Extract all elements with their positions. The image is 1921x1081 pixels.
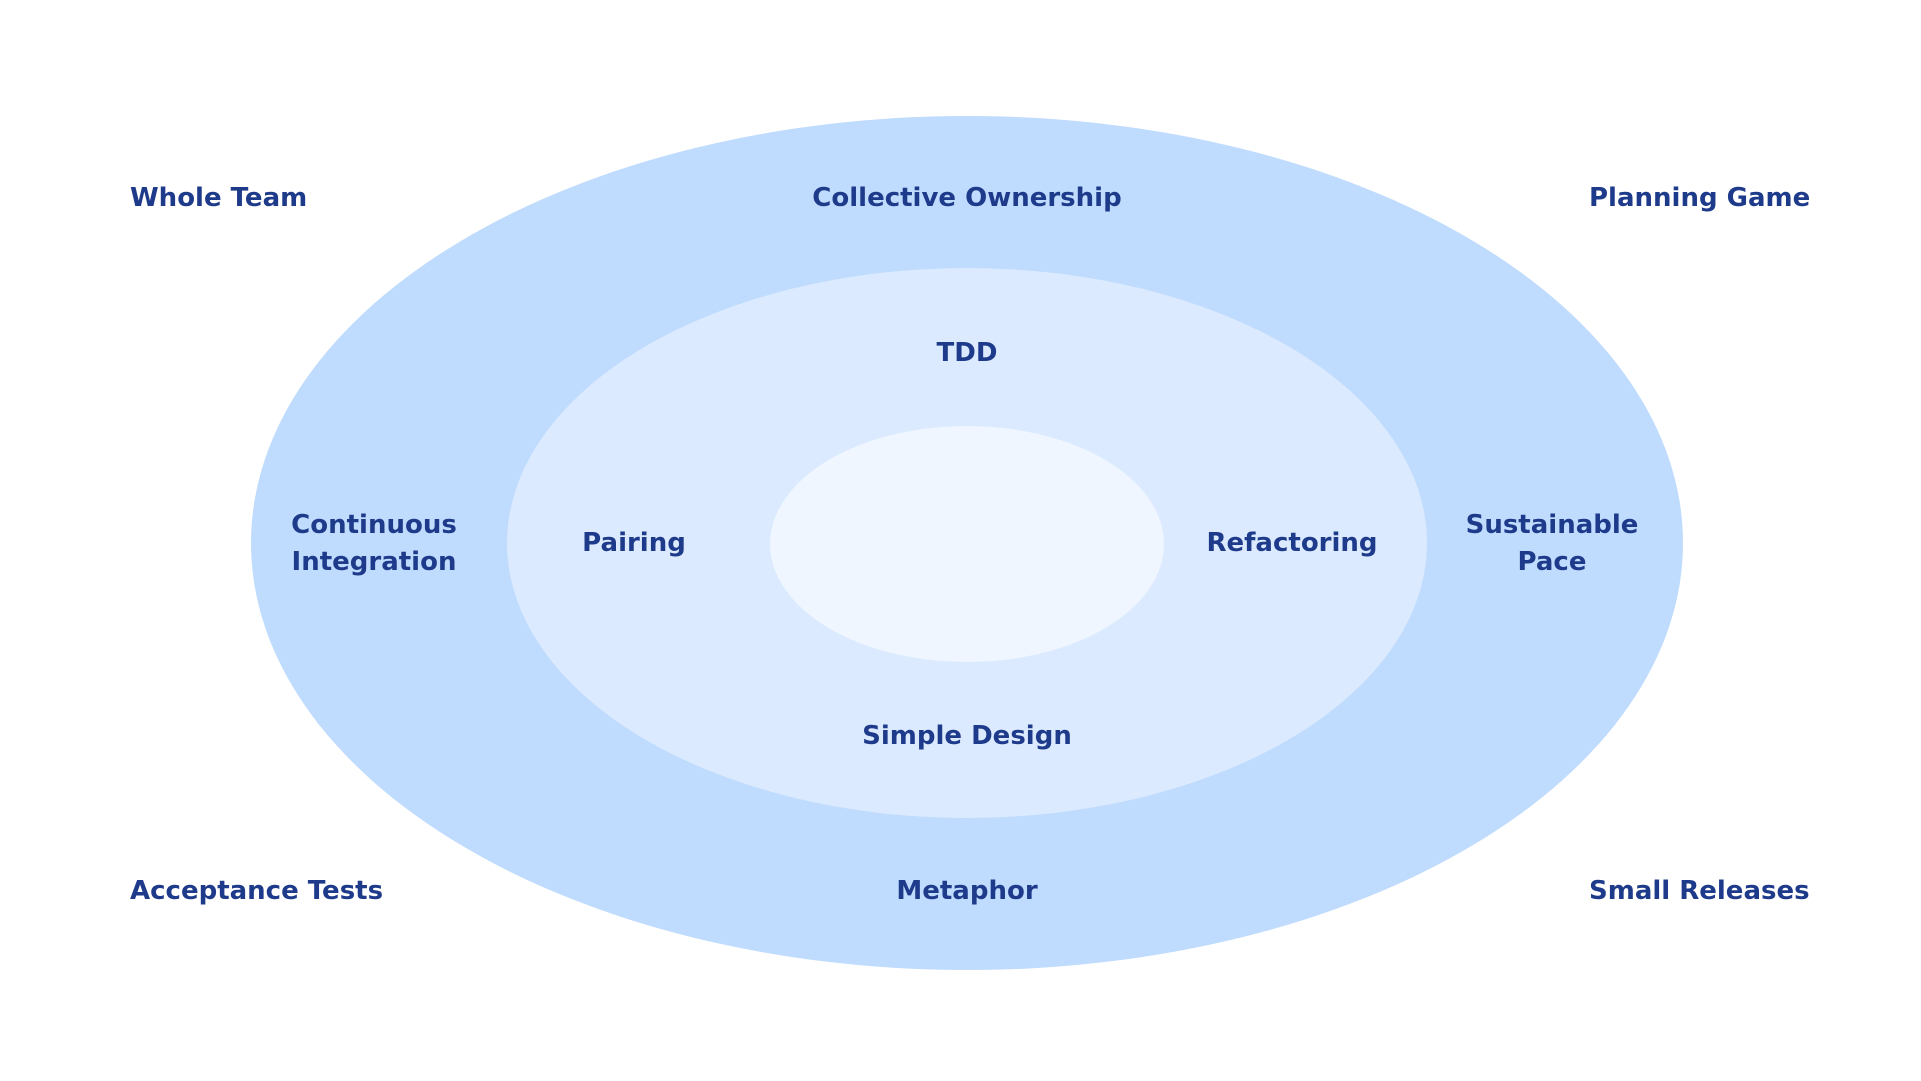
label-refactoring: Refactoring xyxy=(1206,528,1378,558)
label-metaphor: Metaphor xyxy=(896,876,1038,906)
label-continuous-integration: Continuous Integration xyxy=(291,507,457,581)
label-sustainable-pace: Sustainable Pace xyxy=(1466,507,1639,581)
label-pairing: Pairing xyxy=(582,528,686,558)
label-continuous-integration-line1: Continuous xyxy=(291,510,457,540)
label-collective-ownership: Collective Ownership xyxy=(812,183,1122,213)
label-small-releases: Small Releases xyxy=(1589,876,1810,906)
label-sustainable-pace-line2: Pace xyxy=(1517,547,1587,577)
label-sustainable-pace-line1: Sustainable xyxy=(1465,510,1639,540)
label-tdd: TDD xyxy=(936,338,998,368)
label-whole-team: Whole Team xyxy=(130,183,308,213)
inner-ring xyxy=(770,426,1164,662)
label-simple-design: Simple Design xyxy=(862,721,1072,751)
label-continuous-integration-line2: Integration xyxy=(291,547,457,577)
label-acceptance-tests: Acceptance Tests xyxy=(130,876,384,906)
label-planning-game: Planning Game xyxy=(1589,183,1811,213)
